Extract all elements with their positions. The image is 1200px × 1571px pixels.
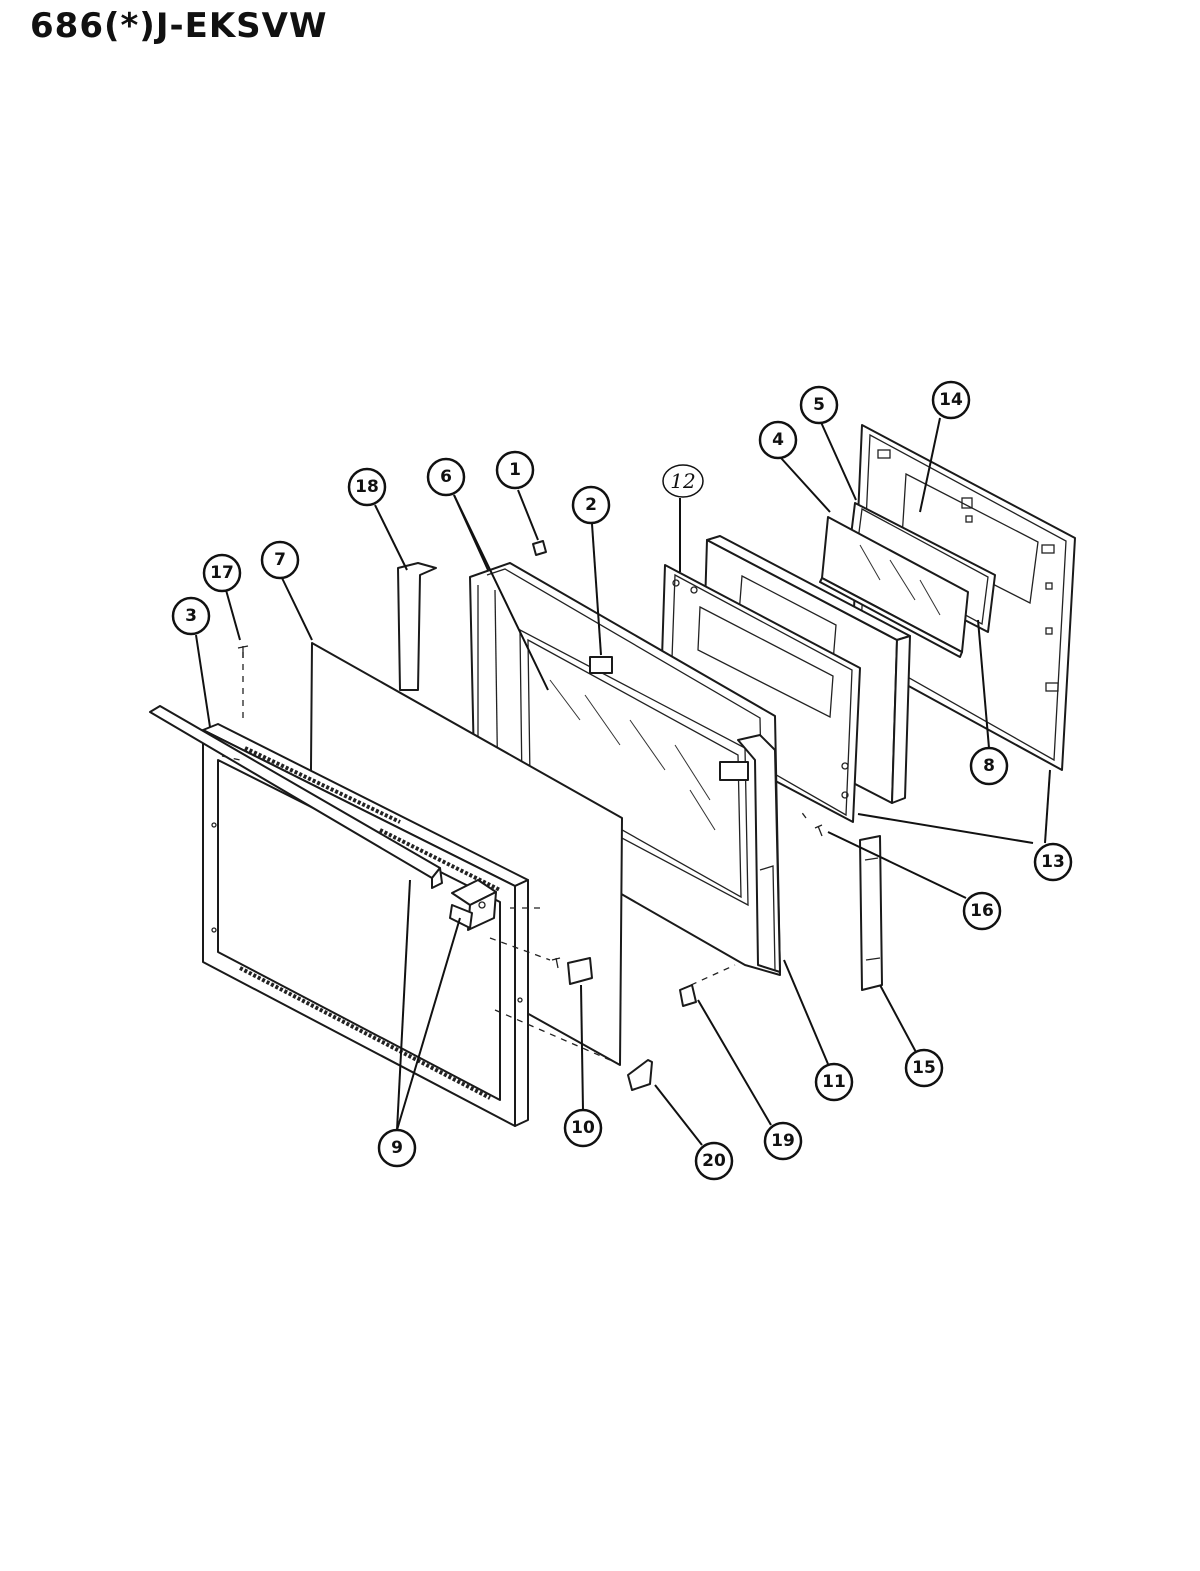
part-handle-strip: [149, 705, 443, 889]
callout-2: 2: [571, 485, 611, 525]
svg-text:6: 6: [440, 467, 452, 487]
callout-9: 9: [377, 1128, 417, 1168]
callout-3: 3: [171, 596, 211, 636]
callout-6: 6: [426, 457, 466, 497]
svg-text:14: 14: [939, 390, 963, 410]
callout-17: 17: [202, 553, 242, 593]
part-screw-17: [237, 645, 249, 658]
svg-text:5: 5: [813, 395, 825, 415]
callout-12: 12: [662, 464, 704, 498]
svg-text:19: 19: [771, 1131, 795, 1151]
leader-lines: [195, 417, 1051, 1146]
svg-text:2: 2: [585, 495, 597, 515]
part-hinge-15: [859, 835, 883, 991]
callout-11: 11: [814, 1062, 854, 1102]
svg-text:3: 3: [185, 606, 197, 626]
part-outer-frame: [202, 723, 529, 1127]
callout-4: 4: [758, 420, 798, 460]
callout-19: 19: [763, 1121, 803, 1161]
svg-text:8: 8: [983, 756, 995, 776]
callout-16: 16: [962, 891, 1002, 931]
part-10-block: [551, 957, 593, 985]
callout-14: 14: [931, 380, 971, 420]
svg-text:18: 18: [355, 477, 379, 497]
callout-8: 8: [969, 746, 1009, 786]
callout-15: 15: [904, 1048, 944, 1088]
callout-7: 7: [260, 540, 300, 580]
callout-18: 18: [347, 467, 387, 507]
svg-text:16: 16: [970, 901, 994, 921]
svg-text:10: 10: [571, 1118, 595, 1138]
svg-text:1: 1: [509, 460, 521, 480]
part-bracket-20: [627, 1059, 653, 1091]
svg-text:13: 13: [1041, 852, 1065, 872]
callout-13: 13: [1033, 842, 1073, 882]
callout-10: 10: [563, 1108, 603, 1148]
svg-text:11: 11: [822, 1072, 846, 1092]
part-screw-16: [814, 824, 823, 837]
part-window-glass: [819, 516, 969, 658]
svg-text:20: 20: [702, 1151, 726, 1171]
part-side-channel: [397, 562, 437, 691]
svg-text:9: 9: [391, 1138, 403, 1158]
part-clip-19: [679, 984, 697, 1007]
svg-text:12: 12: [670, 469, 695, 493]
part-hinge-bracket: [449, 879, 497, 931]
diagram-title: 686(*)J-EKSVW: [30, 6, 328, 46]
svg-text:17: 17: [210, 563, 234, 583]
svg-text:15: 15: [912, 1058, 936, 1078]
part-screw-top: [532, 540, 547, 556]
callout-5: 5: [799, 385, 839, 425]
svg-text:4: 4: [772, 430, 784, 450]
svg-text:7: 7: [274, 550, 286, 570]
callout-20: 20: [694, 1141, 734, 1181]
callout-1: 1: [495, 450, 535, 490]
